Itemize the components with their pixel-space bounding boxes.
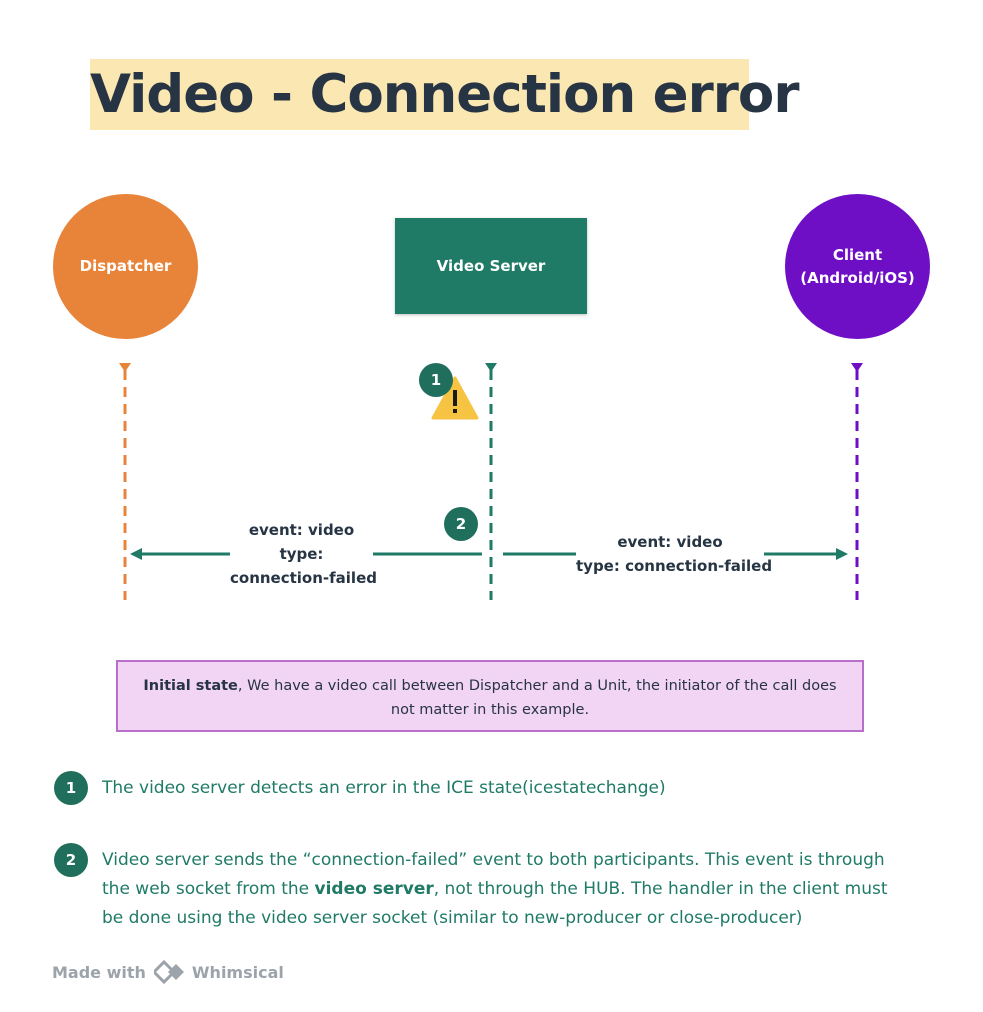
page-title: Video - Connection error xyxy=(90,64,799,125)
legend-item-1-text: The video server detects an error in the… xyxy=(102,778,666,798)
message-right-line1: event: video xyxy=(617,533,723,551)
legend-item-2: Video server sends the “connection-faile… xyxy=(102,846,972,933)
initial-state-note: Initial state, We have a video call betw… xyxy=(116,660,864,732)
legend-item-2-line1: Video server sends the “connection-faile… xyxy=(102,850,885,870)
actor-client-label-line2: (Android/iOS) xyxy=(800,268,915,287)
actor-client[interactable]: Client (Android/iOS) xyxy=(785,194,930,339)
lifeline-client xyxy=(851,363,863,600)
actor-video-server[interactable]: Video Server xyxy=(395,218,587,314)
note-text-line2: not matter in this example. xyxy=(390,702,590,718)
actor-client-label-line1: Client xyxy=(832,245,883,264)
legend-badge-2: 2 xyxy=(54,843,88,877)
message-left-line3: connection-failed xyxy=(230,569,377,587)
step-badge-2: 2 xyxy=(444,507,478,541)
legend-badge-1-number: 1 xyxy=(65,779,77,797)
legend-badge-1: 1 xyxy=(54,771,88,805)
message-left-line2: type: xyxy=(279,545,324,563)
actor-dispatcher[interactable]: Dispatcher xyxy=(53,194,198,339)
arrow-server-to-client xyxy=(503,548,848,560)
note-bold: Initial state xyxy=(143,678,238,694)
title-highlight xyxy=(90,59,749,130)
step-badge-1-number: 1 xyxy=(430,371,442,389)
warning-icon xyxy=(431,376,479,420)
footer-made-with-whimsical[interactable]: Made with Whimsical xyxy=(52,958,284,986)
message-label-right: event: video type: connection-failed xyxy=(576,530,773,578)
message-label-left: event: video type: connection-failed xyxy=(230,518,377,590)
legend-item-2-line2-pre: the web socket from the xyxy=(102,879,315,899)
actor-video-server-label: Video Server xyxy=(436,257,546,275)
legend-item-2-line2-post: , not through the HUB. The handler in th… xyxy=(433,879,888,899)
footer-made-with: Made with xyxy=(52,962,146,982)
lifeline-video-server xyxy=(485,363,497,600)
legend-badge-2-number: 2 xyxy=(65,851,77,869)
lifeline-dispatcher xyxy=(119,363,131,600)
footer-brand: Whimsical xyxy=(191,962,284,982)
note-text-line1: , We have a video call between Dispatche… xyxy=(237,678,837,694)
arrow-server-to-dispatcher xyxy=(130,548,482,560)
legend-item-2-line3: be done using the video server socket (s… xyxy=(102,908,803,928)
whimsical-logo-icon xyxy=(153,960,184,984)
step-badge-1: 1 xyxy=(419,363,453,397)
message-left-line1: event: video xyxy=(248,521,355,539)
legend-item-2-line2-bold: video server xyxy=(314,879,434,899)
step-badge-2-number: 2 xyxy=(455,515,467,533)
legend-item-1: The video server detects an error in the… xyxy=(102,774,962,803)
actor-dispatcher-label: Dispatcher xyxy=(79,257,172,275)
message-right-line2: type: connection-failed xyxy=(576,557,773,575)
